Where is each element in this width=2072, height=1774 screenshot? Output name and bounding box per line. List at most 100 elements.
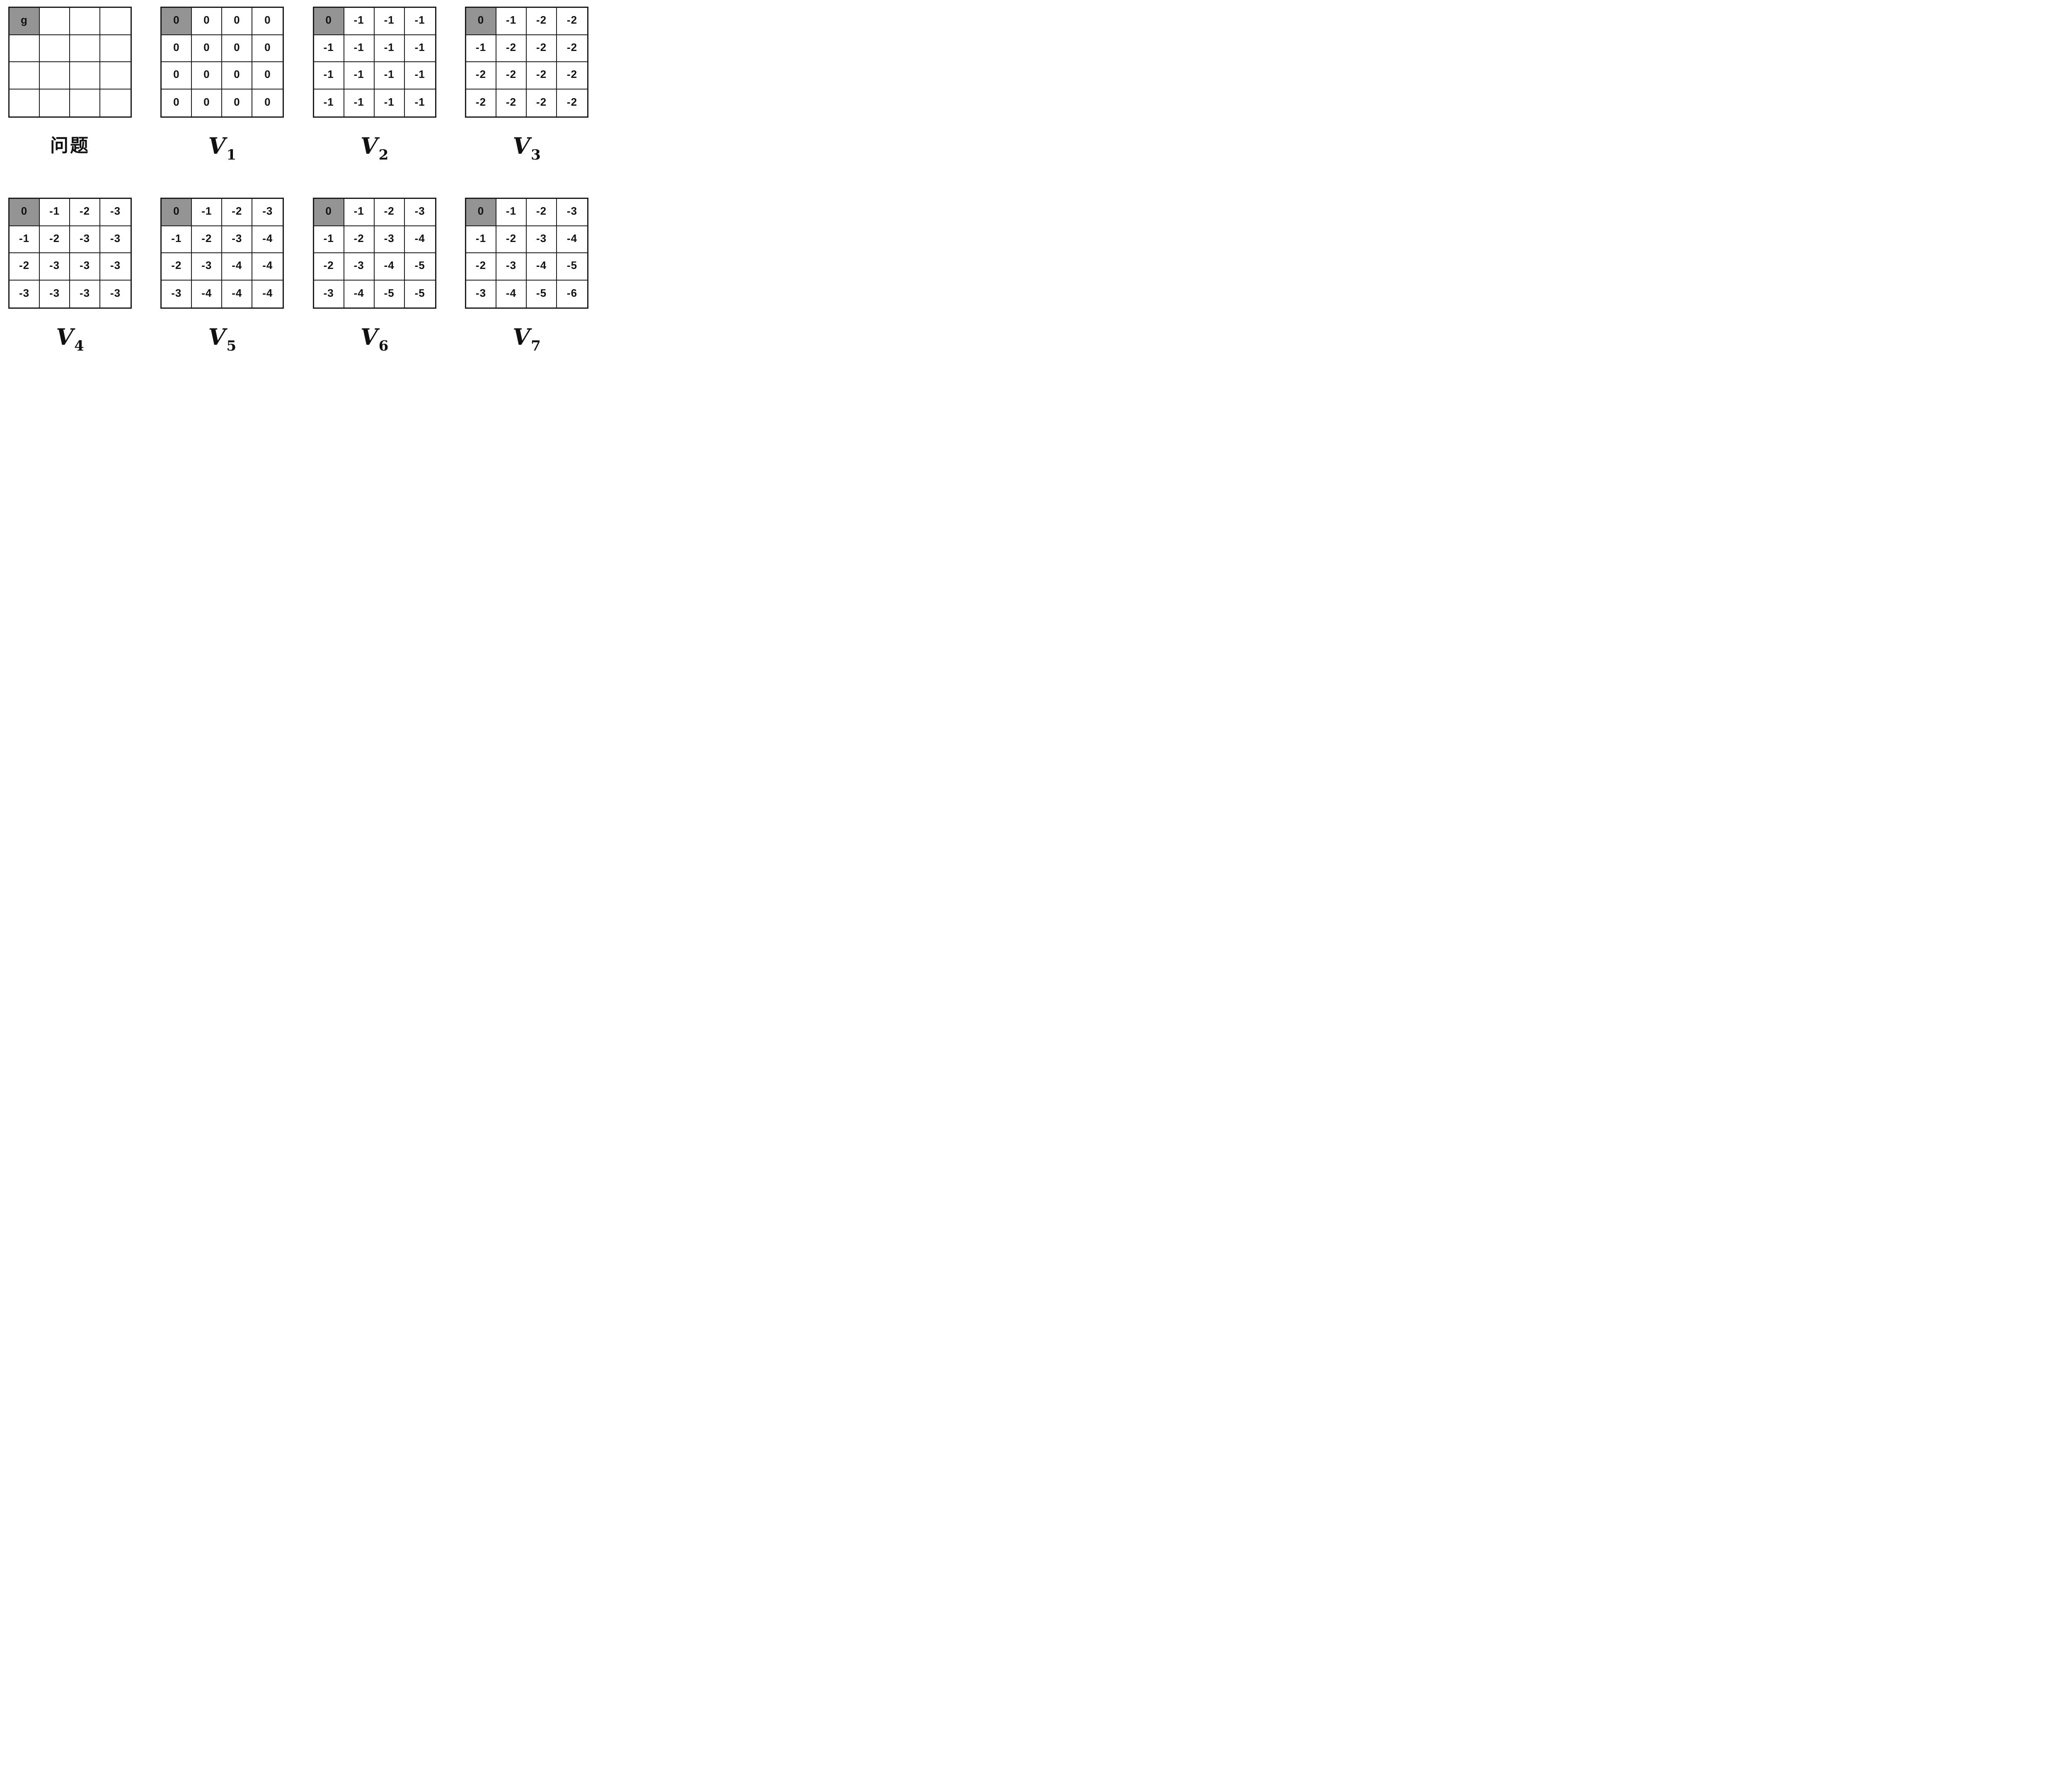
grid-cell-V6-r3c2: -5 [375, 280, 405, 307]
grid-cell-V2-r2c3: -1 [404, 62, 435, 90]
grid-cell-V4-r2c3: -3 [100, 253, 131, 281]
grid-cell-V4-r3c0: -3 [10, 280, 40, 307]
grid-cell-V4-r1c3: -3 [100, 226, 131, 253]
grid-cell-V4-r3c1: -3 [40, 280, 70, 307]
label-subscript-V6: 6 [378, 338, 389, 354]
label-V6: V6 [313, 325, 436, 354]
grid-cell-problem-r3c3 [100, 90, 131, 117]
grid-cell-V4-r1c0: -1 [10, 226, 40, 253]
grid-cell-V3-r1c0: -1 [466, 35, 496, 62]
grid-cell-V2-r1c2: -1 [374, 35, 405, 62]
label-V4: V4 [8, 325, 132, 354]
grid-cell-V3-r2c1: -2 [496, 62, 527, 90]
grid-cell-V5-r2c1: -3 [192, 253, 223, 281]
grid-cell-V3-r2c2: -2 [526, 62, 557, 90]
grid-cell-V6-r1c0: -1 [314, 226, 344, 253]
grid-cell-problem-r2c0 [10, 62, 40, 90]
grid-cell-problem-r1c2 [70, 35, 100, 62]
grid-cell-V7-r3c0: -3 [466, 280, 496, 307]
grid-cell-V6-r2c2: -4 [374, 253, 405, 281]
grid-cell-V2-r3c3: -1 [414, 95, 425, 108]
goal-cell-V2-r0c0: 0 [314, 8, 344, 35]
label-V3: V3 [465, 133, 588, 163]
grid-cell-V2-r2c1: -1 [344, 62, 375, 90]
grid-cell-V5-r2c3: -4 [252, 253, 283, 281]
grid-cell-V5-r0c1: -1 [192, 199, 223, 226]
grid-cell-V5-r2c2: -4 [222, 253, 253, 281]
grid-cell-V5-r1c2: -3 [222, 226, 253, 253]
grid-cell-V5-r1c0: -1 [162, 226, 192, 253]
grid-cell-V7-r2c1: -3 [496, 253, 527, 281]
goal-cell-V5-r0c0: 0 [162, 199, 192, 226]
goal-cell-V3-r0c0: 0 [466, 8, 496, 35]
grid-cell-V2-r1c1: -1 [344, 35, 375, 62]
grid-cell-V5-r3c3: -4 [262, 286, 273, 299]
grid-cell-V1-r1c1: 0 [192, 35, 223, 62]
goal-cell-V6-r0c0: 0 [314, 199, 344, 226]
grid-cell-V3-r2c3: -2 [557, 62, 587, 90]
grid-cell-V3-r2c0: -2 [466, 62, 496, 90]
grid-cell-V5-r0c3: -3 [252, 199, 283, 226]
grid-cell-V1-r1c3: 0 [252, 35, 283, 62]
label-base-V2: V [360, 133, 378, 159]
grid-cell-V2-r2c0: -1 [314, 62, 344, 90]
label-V2: V2 [313, 133, 436, 163]
grid-V6: 0-1-2-3-1-2-3-4-2-3-4-5-3-4-5-5 [312, 198, 436, 309]
grid-cell-V4-r2c0: -2 [10, 253, 40, 281]
label-subscript-V2: 2 [378, 147, 389, 163]
grid-cell-V7-r3c3: -6 [566, 286, 578, 299]
grid-cell-V3-r1c2: -2 [526, 35, 557, 62]
grid-cell-problem-r1c0 [10, 35, 40, 62]
grid-cell-V1-r2c1: 0 [192, 62, 223, 90]
label-subscript-V1: 1 [226, 147, 237, 163]
grid-cell-problem-r0c2 [70, 8, 100, 35]
grid-cell-V4-r3c3: -3 [110, 286, 121, 299]
grid-cell-V3-r3c2: -2 [527, 89, 557, 116]
label-subscript-V3: 3 [531, 147, 541, 163]
grid-cell-V1-r0c2: 0 [222, 8, 253, 35]
grid-cell-V2-r0c1: -1 [344, 8, 375, 35]
grid-cell-problem-r3c1 [40, 89, 70, 116]
goal-cell-problem-r0c0: g [10, 8, 40, 35]
grid-cell-V1-r0c3: 0 [252, 8, 283, 35]
grid-cell-problem-r2c2 [70, 62, 100, 90]
panel-problem: g 问题 [8, 7, 132, 157]
grid-cell-V6-r0c2: -2 [374, 199, 405, 226]
grid-cell-V6-r1c2: -3 [374, 226, 405, 253]
label-problem: 问题 [8, 134, 132, 157]
grid-cell-V4-r0c2: -2 [70, 199, 100, 226]
grid-cell-V6-r2c3: -5 [404, 253, 435, 281]
grid-cell-V1-r3c0: 0 [162, 89, 192, 116]
label-base-V7: V [513, 324, 530, 350]
grid-cell-V4-r2c1: -3 [40, 253, 70, 281]
grid-cell-V4-r0c3: -3 [100, 199, 131, 226]
grid-cell-V2-r1c0: -1 [314, 35, 344, 62]
label-V5: V5 [160, 325, 284, 354]
grid-V3: 0-1-2-2-1-2-2-2-2-2-2-2-2-2-2-2 [465, 7, 588, 118]
grid-cell-problem-r0c1 [40, 8, 70, 35]
grid-cell-V1-r0c1: 0 [192, 8, 223, 35]
grid-cell-V4-r0c1: -1 [40, 199, 70, 226]
label-base-V3: V [513, 133, 530, 159]
grid-cell-V4-r2c2: -3 [70, 253, 100, 281]
grid-cell-V6-r0c1: -1 [344, 199, 375, 226]
grid-cell-V1-r2c3: 0 [252, 62, 283, 90]
grid-cell-V2-r1c3: -1 [404, 35, 435, 62]
label-subscript-V4: 4 [74, 338, 84, 354]
grid-problem: g [8, 7, 132, 118]
grid-cell-V7-r2c2: -4 [526, 253, 557, 281]
grid-cell-V5-r1c3: -4 [252, 226, 283, 253]
goal-cell-V1-r0c0: 0 [162, 8, 192, 35]
grid-cell-V3-r1c1: -2 [496, 35, 527, 62]
grid-cell-V6-r3c0: -3 [314, 280, 344, 307]
label-base-problem: 问题 [50, 135, 90, 156]
grid-cell-V2-r0c2: -1 [374, 8, 405, 35]
grid-cell-V7-r1c1: -2 [496, 226, 527, 253]
grid-cell-V2-r3c1: -1 [344, 89, 375, 116]
grid-cell-V1-r3c1: 0 [192, 89, 223, 116]
